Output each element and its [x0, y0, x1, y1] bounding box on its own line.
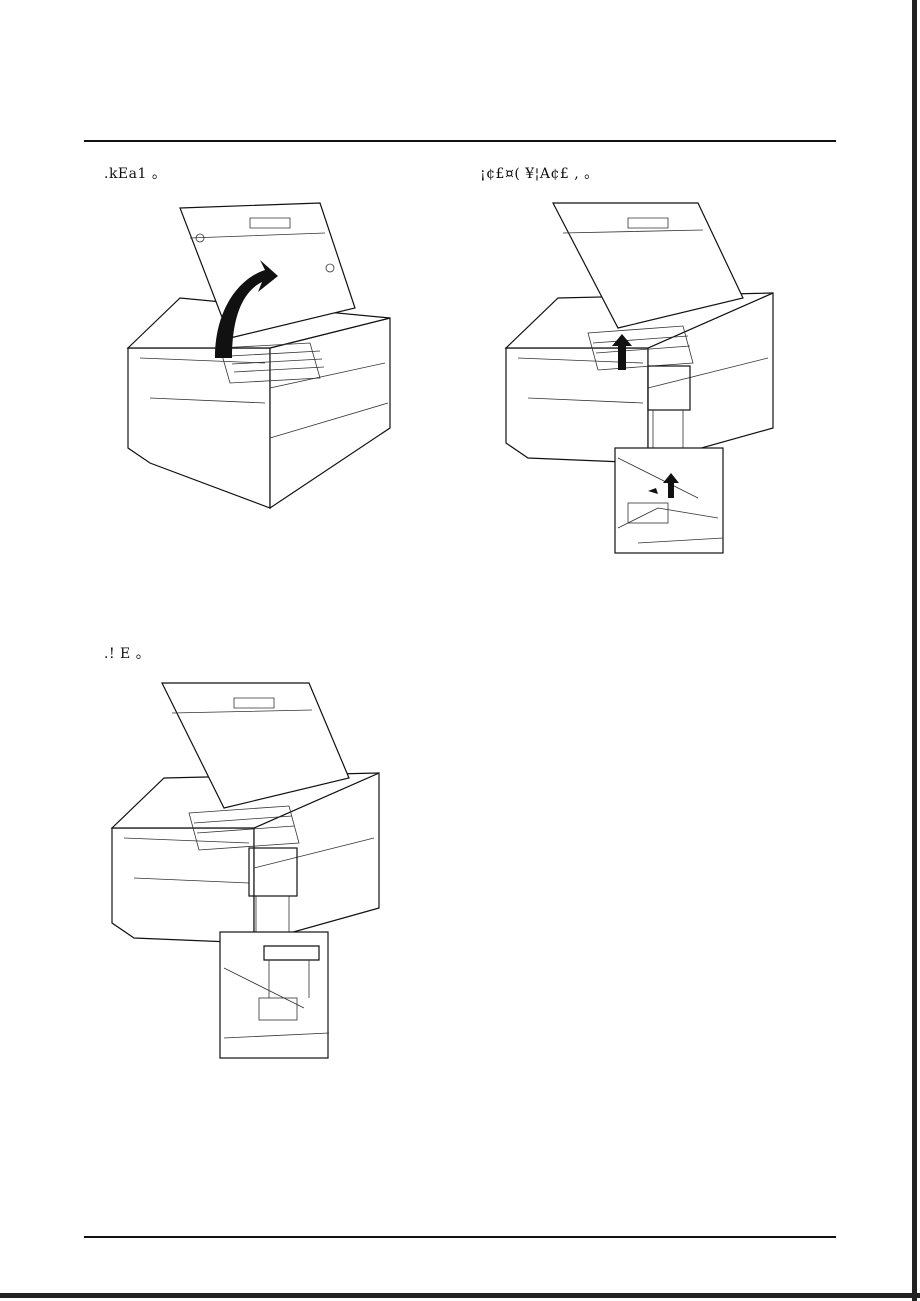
footer-rule [84, 1236, 836, 1238]
header-rule [84, 140, 836, 142]
figure-3-remove-part [104, 678, 384, 1063]
step-2-caption: ¡¢£¤( ¥¦A¢£ , 。 [480, 166, 599, 182]
step-3-caption: .! E 。 [104, 646, 151, 662]
figure-1-open-cover [120, 198, 400, 518]
step-1-caption: .kEa1 。 [104, 166, 167, 182]
page-frame-bottom [0, 1293, 920, 1298]
page-frame-right [912, 0, 917, 1301]
figure-2-lift-lever [498, 198, 778, 558]
